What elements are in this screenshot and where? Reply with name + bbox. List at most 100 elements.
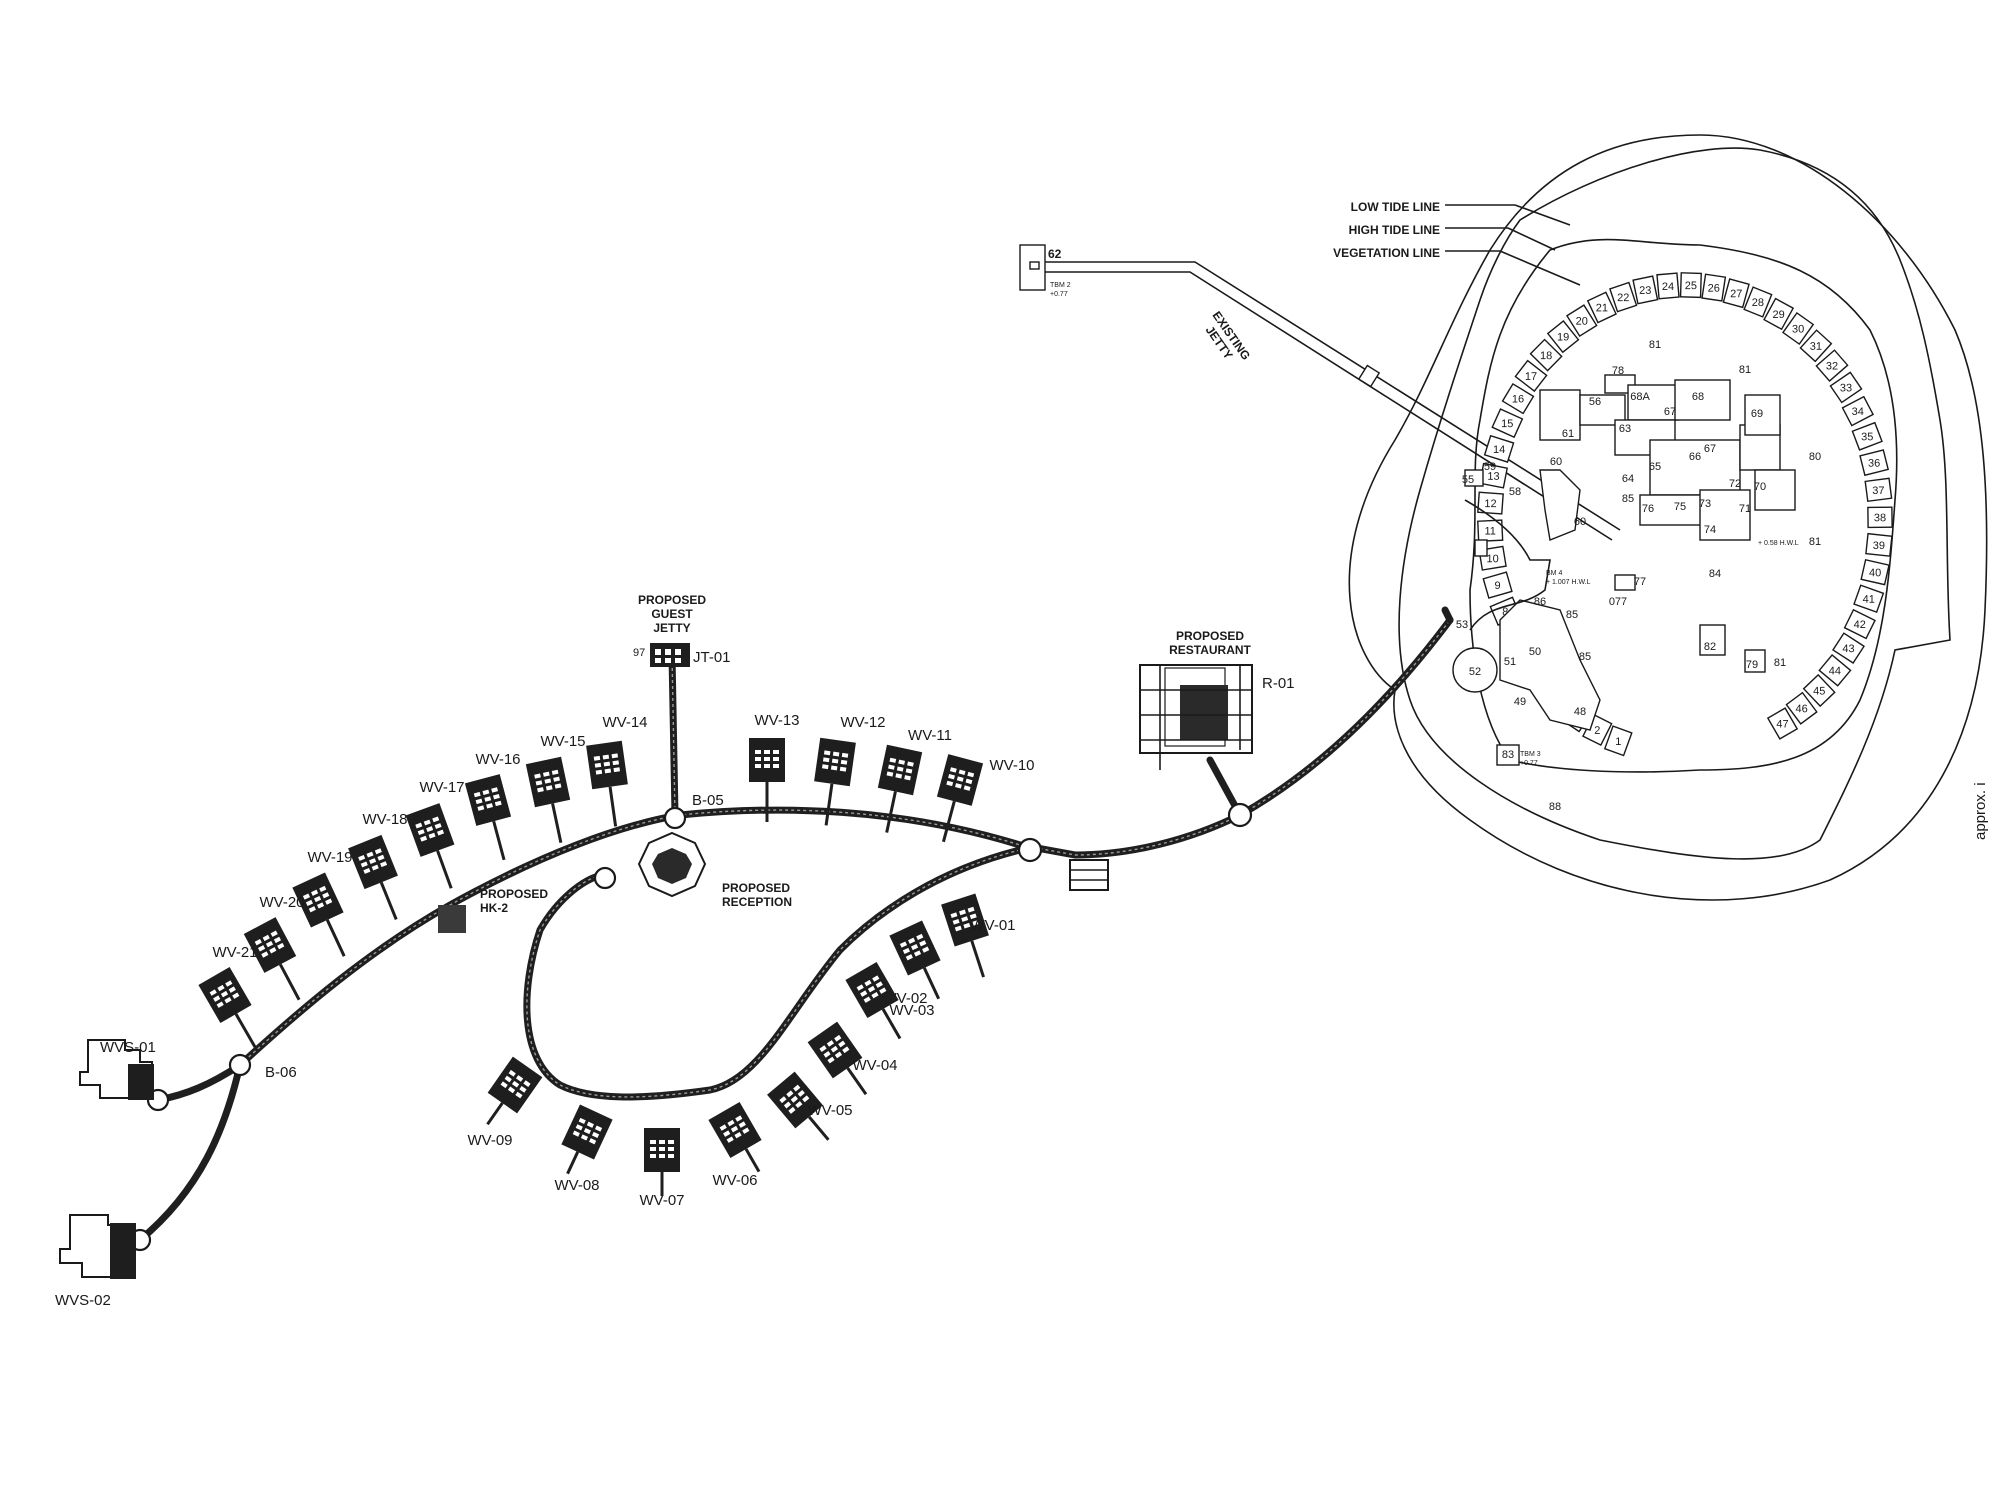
bld-56 bbox=[1579, 394, 1626, 426]
bld-79 bbox=[1744, 649, 1766, 673]
villa-wv-07-label: WV-07 bbox=[639, 1192, 684, 1209]
island-id-81: 81 bbox=[1739, 364, 1751, 376]
villa-wv-21-label: WV-21 bbox=[212, 944, 257, 961]
island-id-61: 61 bbox=[1562, 428, 1574, 440]
room-17: 17 bbox=[1514, 359, 1548, 393]
suite-walkway-south bbox=[136, 1061, 244, 1244]
room-24: 24 bbox=[1656, 272, 1680, 300]
restaurant: PROPOSED RESTAURANT R-01 bbox=[1139, 629, 1295, 770]
room-44: 44 bbox=[1818, 654, 1852, 687]
island-id-85: 85 bbox=[1579, 651, 1591, 663]
island bbox=[1348, 134, 1988, 901]
svg-text:23: 23 bbox=[1639, 285, 1651, 297]
room-45: 45 bbox=[1802, 673, 1836, 708]
restaurant-title-2: RESTAURANT bbox=[1169, 643, 1251, 657]
tbm3-value: +0.77 bbox=[1520, 760, 1538, 767]
svg-text:47: 47 bbox=[1776, 719, 1788, 731]
node-restaurant bbox=[1227, 802, 1253, 828]
svg-text:32: 32 bbox=[1826, 361, 1838, 373]
guest-jetty-title-3: JETTY bbox=[653, 621, 690, 635]
room-11: 11 bbox=[1477, 519, 1504, 542]
room-38: 38 bbox=[1867, 506, 1893, 529]
bld-77 bbox=[1614, 574, 1636, 591]
tide-legend: LOW TIDE LINE HIGH TIDE LINE VEGETATION … bbox=[1333, 200, 1440, 260]
svg-text:8: 8 bbox=[1502, 606, 1508, 618]
tbm3-label: TBM 3 bbox=[1520, 751, 1541, 758]
villa-wv-10 bbox=[936, 754, 984, 843]
svg-text:26: 26 bbox=[1708, 283, 1720, 295]
island-id-69: 69 bbox=[1751, 408, 1763, 420]
svg-text:24: 24 bbox=[1662, 281, 1674, 293]
jetty-head-box bbox=[1029, 261, 1040, 270]
room-40: 40 bbox=[1860, 558, 1890, 586]
island-id-80: 80 bbox=[1809, 451, 1821, 463]
island-id-82: 82 bbox=[1704, 641, 1716, 653]
island-id-48: 48 bbox=[1574, 706, 1586, 718]
villa-wv-04-label: WV-04 bbox=[852, 1057, 897, 1074]
vegetation-line bbox=[1469, 238, 1898, 773]
existing-jetty: 62 TBM 2 +0.77 EXISTING JETTY bbox=[1019, 244, 1621, 541]
jetty-platform bbox=[1357, 364, 1381, 388]
island-id-79: 79 bbox=[1746, 659, 1758, 671]
svg-text:25: 25 bbox=[1685, 280, 1697, 292]
room-16: 16 bbox=[1501, 382, 1535, 415]
svg-text:20: 20 bbox=[1576, 316, 1588, 328]
villa-wv-05-label: WV-05 bbox=[807, 1102, 852, 1119]
reception-title-1: PROPOSED bbox=[722, 881, 790, 895]
island-id-52: 52 bbox=[1469, 666, 1481, 678]
guest-jetty-num: 97 bbox=[633, 647, 645, 659]
villa-wv-16-label: WV-16 bbox=[475, 751, 520, 768]
room-41: 41 bbox=[1853, 584, 1885, 614]
villa-wv-02 bbox=[889, 920, 941, 1000]
island-id-56: 56 bbox=[1589, 396, 1601, 408]
villa-wv-11-label: WV-11 bbox=[908, 727, 952, 744]
hk-title-1: PROPOSED bbox=[480, 887, 548, 901]
room-35: 35 bbox=[1851, 421, 1883, 451]
suite-wvs02 bbox=[59, 1214, 136, 1279]
bld-48-50 bbox=[1499, 599, 1601, 731]
leader-high-b bbox=[1507, 227, 1556, 251]
label-b05: B-05 bbox=[692, 792, 724, 809]
room-14: 14 bbox=[1483, 434, 1515, 463]
svg-text:35: 35 bbox=[1861, 431, 1873, 443]
room-27: 27 bbox=[1722, 278, 1750, 309]
bld-69 bbox=[1744, 394, 1781, 436]
bld-68A bbox=[1627, 384, 1679, 421]
island-id-72: 72 bbox=[1729, 478, 1741, 490]
room-42: 42 bbox=[1843, 608, 1876, 640]
label-wvs01: WVS-01 bbox=[100, 1039, 156, 1056]
bld-small bbox=[1474, 539, 1488, 557]
guest-jetty-id: JT-01 bbox=[693, 649, 731, 666]
existing-jetty-label: EXISTING JETTY bbox=[1203, 309, 1253, 363]
legend-low-tide: LOW TIDE LINE bbox=[1351, 200, 1440, 214]
island-id-59: 59 bbox=[1484, 461, 1496, 473]
villa-wv-10-label: WV-10 bbox=[989, 757, 1034, 774]
svg-text:45: 45 bbox=[1813, 685, 1825, 697]
room-39: 39 bbox=[1865, 532, 1893, 557]
guest-jetty-title-1: PROPOSED bbox=[638, 593, 706, 607]
node-junction bbox=[1017, 837, 1043, 863]
villa-wv-15 bbox=[525, 756, 571, 843]
room-1: 1 bbox=[1603, 725, 1633, 757]
room-21: 21 bbox=[1586, 291, 1617, 324]
island-id-85: 85 bbox=[1622, 493, 1634, 505]
island-id-077: 077 bbox=[1609, 596, 1627, 608]
villa-wv-03 bbox=[845, 961, 902, 1040]
room-28: 28 bbox=[1743, 286, 1773, 318]
island-id-84: 84 bbox=[1709, 568, 1721, 580]
island-id-68a: 68A bbox=[1630, 391, 1650, 403]
island-id-81: 81 bbox=[1774, 657, 1786, 669]
room-25: 25 bbox=[1679, 272, 1702, 299]
island-id-63: 63 bbox=[1619, 423, 1631, 435]
island-id-58: 58 bbox=[1509, 486, 1521, 498]
villa-wv-18-label: WV-18 bbox=[362, 811, 407, 828]
legend-high-tide: HIGH TIDE LINE bbox=[1349, 223, 1440, 237]
villa-wv-01 bbox=[941, 893, 989, 978]
node-loop-end bbox=[593, 866, 617, 890]
villa-wv-05 bbox=[767, 1071, 830, 1141]
villa-wv-14-label: WV-14 bbox=[602, 714, 647, 731]
villa-wv-04 bbox=[807, 1021, 868, 1096]
svg-text:37: 37 bbox=[1872, 485, 1884, 497]
villa-wv-06 bbox=[708, 1101, 762, 1173]
svg-text:21: 21 bbox=[1596, 302, 1608, 314]
